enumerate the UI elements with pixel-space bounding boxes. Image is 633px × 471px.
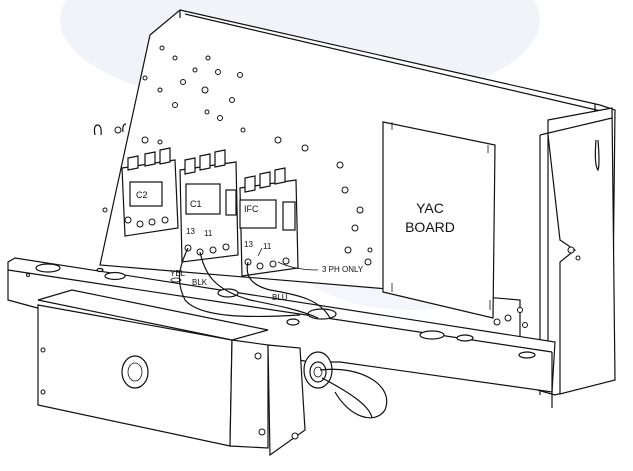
terminal-c1-13-label: 13 <box>186 227 195 236</box>
wire-blu-label: BLU <box>272 293 288 302</box>
conduit-fitting <box>303 351 333 389</box>
panel-holes <box>93 45 528 328</box>
electrical-box <box>37 289 306 457</box>
terminal-c1-11-label: 11 <box>204 229 213 238</box>
contactor-c1-label: C1 <box>190 199 202 209</box>
wire-blk-label: BLK <box>192 278 208 287</box>
terminal-ifc-13-label: 13 <box>244 240 253 249</box>
board-label-line1: YAC <box>416 200 444 216</box>
board-label-line2: BOARD <box>405 219 455 235</box>
wires <box>178 247 388 419</box>
contactor-c2: C2 <box>121 147 179 237</box>
yac-board: YAC BOARD <box>382 121 496 319</box>
contactor-c2-label: C2 <box>136 190 148 200</box>
wire-yel-label: YEL <box>170 269 186 278</box>
terminal-ifc-11-label: 11 <box>263 242 272 251</box>
contactor-ifc-label: IFC <box>244 204 259 214</box>
contactor-ifc: IFC 13 11 <box>239 167 299 277</box>
note-3ph-label: 3 PH ONLY <box>322 265 364 274</box>
contactor-c1: C1 13 11 <box>179 149 239 263</box>
wire-labels: YEL BLK BLU 3 PH ONLY <box>170 265 364 302</box>
